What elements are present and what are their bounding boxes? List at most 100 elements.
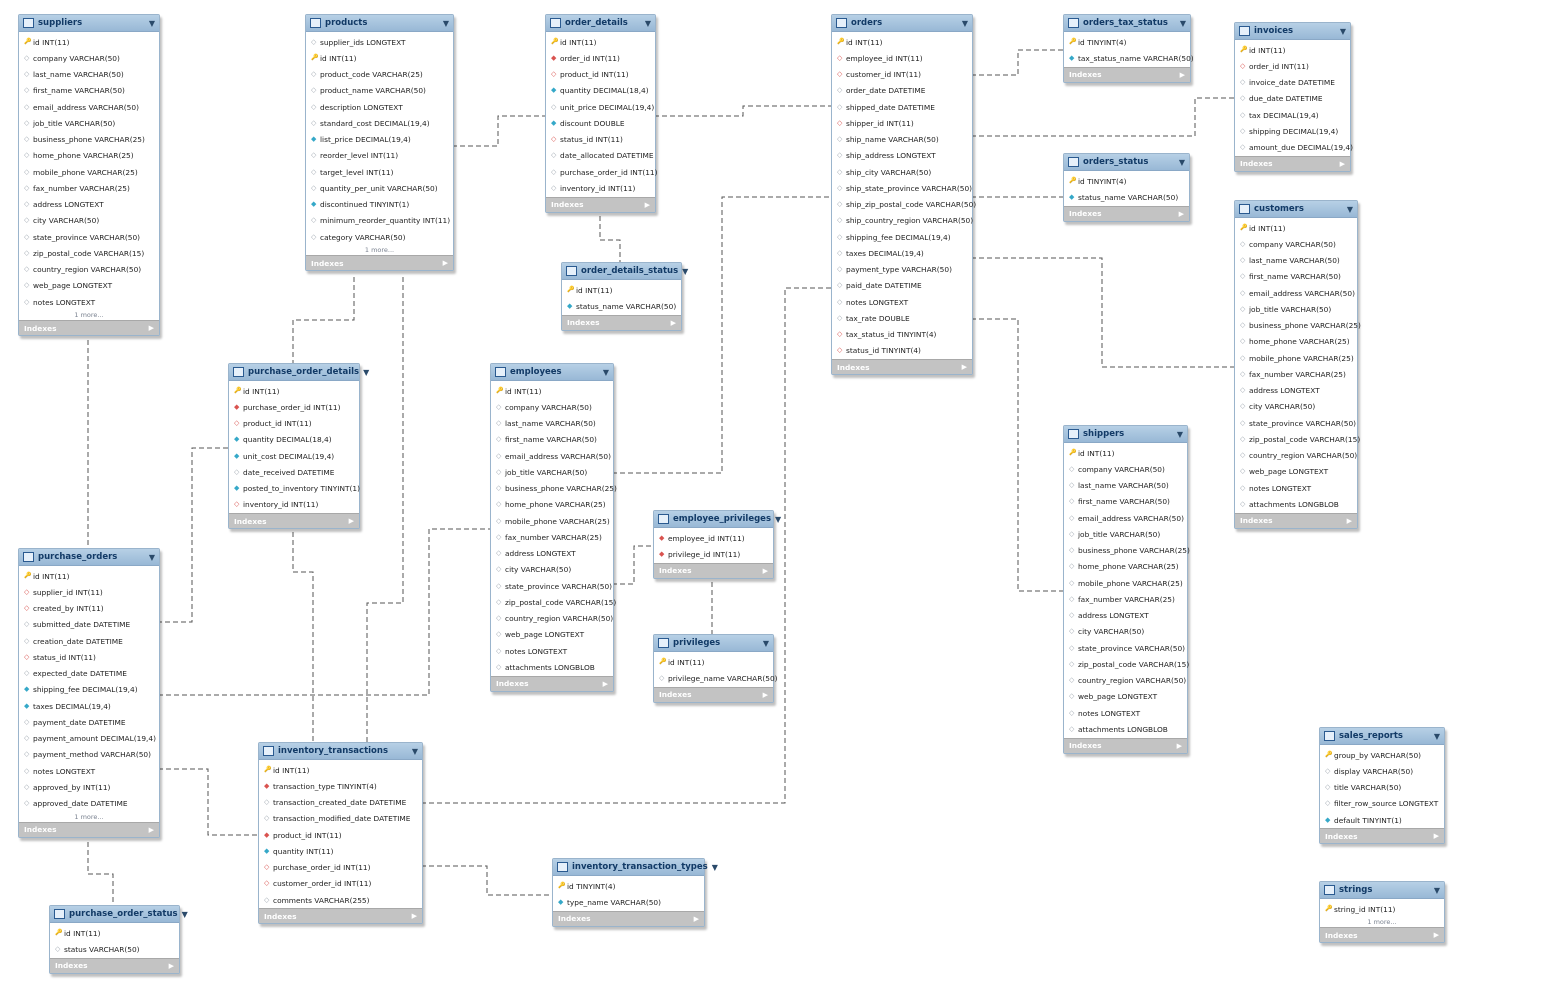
collapse-triangle-icon[interactable]: ▼ <box>961 18 968 28</box>
relationship-line-invoices-orders[interactable] <box>971 97 1234 137</box>
column-row[interactable]: ◇mobile_phone VARCHAR(25) <box>1235 350 1357 366</box>
column-row[interactable]: ◆posted_to_inventory TINYINT(1) <box>229 481 360 497</box>
expand-triangle-icon[interactable]: ▶ <box>961 363 967 371</box>
column-row[interactable]: 🔑id INT(11) <box>50 925 179 941</box>
table-header[interactable]: employees▼ <box>491 364 613 381</box>
column-row[interactable]: ◇attachments LONGBLOB <box>1064 721 1187 737</box>
relationship-line-orders-customers[interactable] <box>971 257 1234 368</box>
table-header[interactable]: orders_tax_status▼ <box>1064 15 1190 32</box>
column-row[interactable]: ◇home_phone VARCHAR(25) <box>19 148 159 164</box>
table-suppliers[interactable]: suppliers▼🔑id INT(11)◇company VARCHAR(50… <box>18 14 160 337</box>
collapse-triangle-icon[interactable]: ▼ <box>442 18 449 28</box>
column-row[interactable]: ◇ship_city VARCHAR(50) <box>832 164 972 180</box>
column-row[interactable]: ◆status_name VARCHAR(50) <box>1064 189 1189 205</box>
more-columns-label[interactable]: 1 more... <box>1367 918 1397 927</box>
column-row[interactable]: ◇last_name VARCHAR(50) <box>491 416 613 432</box>
relationship-line-orders-tax-status[interactable] <box>971 49 1063 76</box>
table-header[interactable]: suppliers▼ <box>19 15 159 32</box>
column-row[interactable]: ◆employee_id INT(11) <box>654 530 773 546</box>
column-row[interactable]: ◇supplier_id INT(11) <box>19 584 159 600</box>
column-row[interactable]: ◇last_name VARCHAR(50) <box>1064 478 1187 494</box>
column-row[interactable]: 🔑group_by VARCHAR(50) <box>1320 747 1444 763</box>
column-row[interactable]: ◇product_code VARCHAR(25) <box>306 67 453 83</box>
expand-triangle-icon[interactable]: ▶ <box>693 914 699 923</box>
column-row[interactable]: ◇city VARCHAR(50) <box>1235 399 1357 415</box>
column-row[interactable]: ◇date_received DATETIME <box>229 464 359 480</box>
collapse-triangle-icon[interactable]: ▼ <box>363 367 370 377</box>
column-row[interactable]: 🔑id INT(11) <box>562 282 681 298</box>
column-row[interactable]: ◇web_page LONGTEXT <box>19 278 159 294</box>
table-purchase-orders[interactable]: purchase_orders▼🔑id INT(11)◇supplier_id … <box>18 548 160 838</box>
table-header[interactable]: employee_privileges▼ <box>654 511 781 528</box>
column-row[interactable]: ◇address LONGTEXT <box>19 197 159 213</box>
relationship-line-inv-products[interactable] <box>366 277 404 742</box>
column-row[interactable]: ◇approved_by INT(11) <box>19 779 159 795</box>
more-columns-label[interactable]: 1 more... <box>364 246 395 255</box>
column-row[interactable]: ◇purchase_order_id INT(11) <box>259 860 422 876</box>
table-header[interactable]: order_details_status▼ <box>562 263 688 280</box>
column-row[interactable]: ◇due_date DATETIME <box>1235 91 1350 107</box>
column-row[interactable]: ◆transaction_type TINYINT(4) <box>259 778 422 794</box>
indexes-bar[interactable]: Indexes▶ <box>654 686 773 702</box>
relationship-line-po-status[interactable] <box>87 842 114 905</box>
column-row[interactable]: ◇first_name VARCHAR(50) <box>491 432 613 448</box>
column-row[interactable]: ◇supplier_ids LONGTEXT <box>306 34 453 50</box>
column-row[interactable]: ◇home_phone VARCHAR(25) <box>491 497 613 513</box>
column-row[interactable]: ◇submitted_date DATETIME <box>19 617 159 633</box>
column-row[interactable]: ◇inventory_id INT(11) <box>546 180 655 196</box>
column-row[interactable]: ◇web_page LONGTEXT <box>491 627 613 643</box>
column-row[interactable]: ◇taxes DECIMAL(19,4) <box>832 245 972 261</box>
column-row[interactable]: ◇paid_date DATETIME <box>832 278 972 294</box>
column-row[interactable]: ◇order_date DATETIME <box>832 83 972 99</box>
column-row[interactable]: 🔑id INT(11) <box>229 383 359 399</box>
column-row[interactable]: ◇company VARCHAR(50) <box>1235 236 1357 252</box>
column-row[interactable]: ◆discontinued TINYINT(1) <box>306 197 453 213</box>
table-header[interactable]: order_details▼ <box>546 15 655 32</box>
column-row[interactable]: 🔑id INT(11) <box>306 50 453 66</box>
expand-triangle-icon[interactable]: ▶ <box>1339 159 1345 168</box>
expand-triangle-icon[interactable]: ▶ <box>670 318 676 327</box>
table-employees[interactable]: employees▼🔑id INT(11)◇company VARCHAR(50… <box>490 363 617 692</box>
column-row[interactable]: ◇reorder_level INT(11) <box>306 148 453 164</box>
expand-triangle-icon[interactable]: ▶ <box>1433 931 1439 940</box>
column-row[interactable]: ◇first_name VARCHAR(50) <box>1064 494 1187 510</box>
column-row[interactable]: ◇approved_date DATETIME <box>19 796 159 812</box>
column-row[interactable]: ◇first_name VARCHAR(50) <box>1235 269 1357 285</box>
column-row[interactable]: ◇category VARCHAR(50) <box>306 229 453 245</box>
column-row[interactable]: ◇web_page LONGTEXT <box>1064 689 1187 705</box>
column-row[interactable]: 🔑id INT(11) <box>19 568 159 584</box>
column-row[interactable]: 🔑id TINYINT(4) <box>553 878 704 894</box>
table-invoices[interactable]: invoices▼🔑id INT(11)◇order_id INT(11)◇in… <box>1234 22 1353 172</box>
column-row[interactable]: ◇notes LONGTEXT <box>491 643 613 659</box>
column-row[interactable]: ◇status_id INT(11) <box>19 649 159 665</box>
table-header[interactable]: purchase_order_details▼ <box>229 364 369 381</box>
column-row[interactable]: ◇payment_method VARCHAR(50) <box>19 747 159 763</box>
column-row[interactable]: ◇employee_id INT(11) <box>832 50 972 66</box>
column-row[interactable]: ◇home_phone VARCHAR(25) <box>1064 559 1187 575</box>
column-row[interactable]: ◇product_id INT(11) <box>229 416 359 432</box>
table-inventory-transactions[interactable]: inventory_transactions▼🔑id INT(11)◆trans… <box>258 742 423 925</box>
collapse-triangle-icon[interactable]: ▼ <box>711 862 718 872</box>
column-row[interactable]: ◇privilege_name VARCHAR(50) <box>654 670 778 686</box>
indexes-bar[interactable]: Indexes▶ <box>1064 66 1190 82</box>
column-row[interactable]: ◇country_region VARCHAR(50) <box>1064 673 1187 689</box>
indexes-bar[interactable]: Indexes▶ <box>832 359 972 374</box>
table-header[interactable]: invoices▼ <box>1235 23 1350 40</box>
collapse-triangle-icon[interactable]: ▼ <box>1433 731 1440 741</box>
column-row[interactable]: ◇ship_state_province VARCHAR(50) <box>832 180 972 196</box>
column-row[interactable]: ◇notes LONGTEXT <box>19 763 159 779</box>
column-row[interactable]: ◇filter_row_source LONGTEXT <box>1320 796 1444 812</box>
indexes-bar[interactable]: Indexes▶ <box>1064 737 1187 753</box>
column-row[interactable]: ◆product_id INT(11) <box>259 827 422 843</box>
column-row[interactable]: ◇email_address VARCHAR(50) <box>1235 285 1357 301</box>
column-row[interactable]: 🔑id INT(11) <box>1235 42 1350 58</box>
indexes-bar[interactable]: Indexes▶ <box>50 957 179 973</box>
table-header[interactable]: purchase_order_status▼ <box>50 906 188 923</box>
column-row[interactable]: ◇home_phone VARCHAR(25) <box>1235 334 1357 350</box>
column-row[interactable]: ◆quantity DECIMAL(18,4) <box>229 432 359 448</box>
column-row[interactable]: 🔑id INT(11) <box>654 654 773 670</box>
column-row[interactable]: ◇first_name VARCHAR(50) <box>19 83 159 99</box>
column-row[interactable]: ◇job_title VARCHAR(50) <box>1235 301 1357 317</box>
column-row[interactable]: ◇last_name VARCHAR(50) <box>1235 253 1357 269</box>
indexes-bar[interactable]: Indexes▶ <box>562 314 681 330</box>
